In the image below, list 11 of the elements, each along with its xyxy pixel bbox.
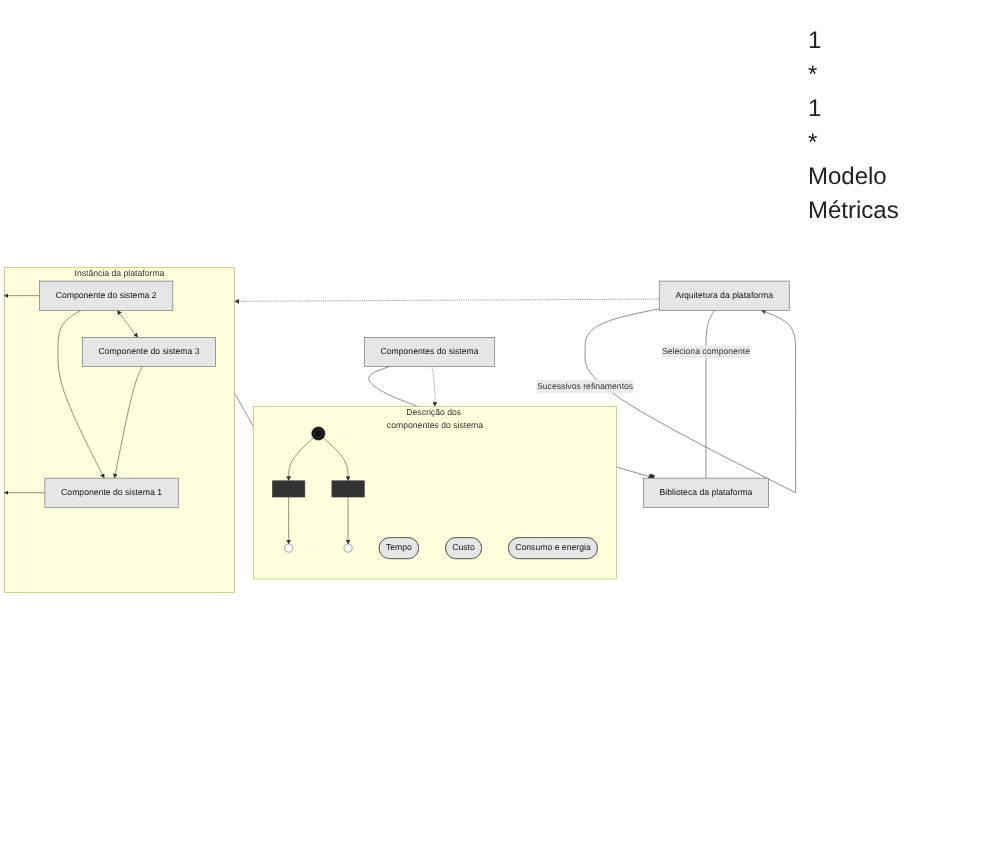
note-label: * (808, 60, 820, 88)
node-bar (272, 480, 306, 498)
connector (705, 310, 715, 479)
note-label: 1 (808, 94, 824, 122)
node-bar (331, 480, 365, 498)
note-label: Modelo (808, 162, 889, 190)
node-circle (343, 543, 353, 553)
note-label: Métricas (808, 196, 901, 224)
node-circle (284, 543, 293, 553)
note-label: 1 (808, 26, 824, 54)
note-label: * (808, 128, 820, 156)
